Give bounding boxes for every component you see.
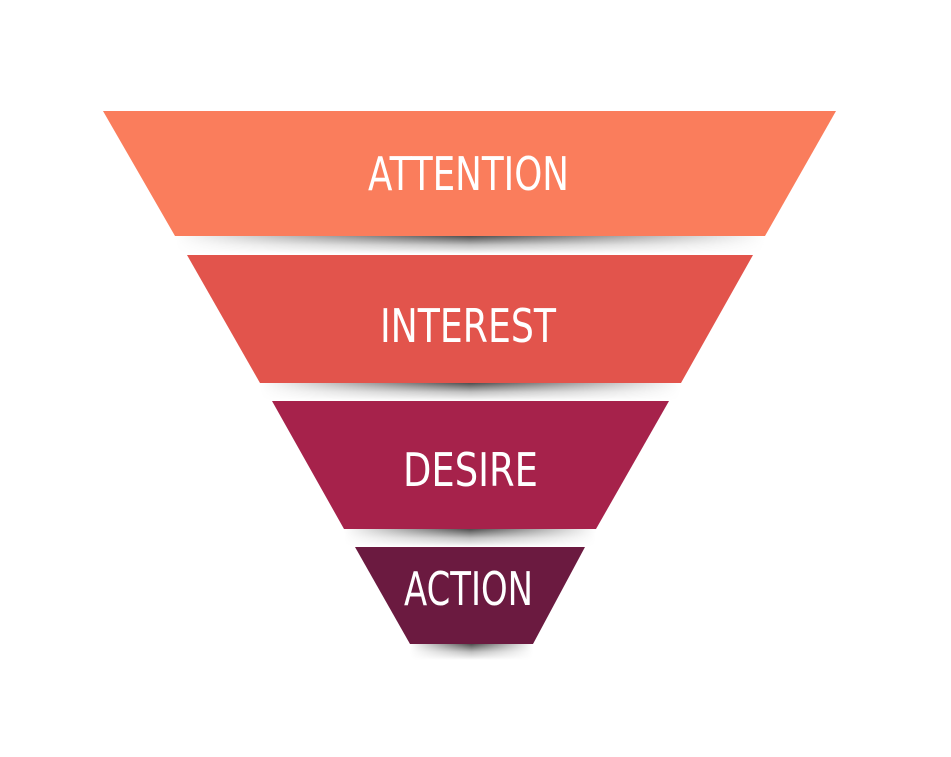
stage-label-action: ACTION xyxy=(404,562,533,616)
stage-label-interest: INTEREST xyxy=(380,299,557,353)
stage-shadow xyxy=(344,529,596,547)
stage-shadow xyxy=(175,236,765,254)
stage-shadow xyxy=(260,383,681,401)
funnel-stage-interest: INTEREST xyxy=(187,255,753,401)
funnel-stage-attention: ATTENTION xyxy=(103,111,836,254)
stage-shadow xyxy=(410,644,533,660)
funnel-stage-action: ACTION xyxy=(355,547,585,660)
funnel-stage-desire: DESIRE xyxy=(272,401,669,547)
stage-label-attention: ATTENTION xyxy=(368,147,569,201)
stage-shape-action xyxy=(355,547,585,644)
stage-shape-attention xyxy=(103,111,836,236)
stage-label-desire: DESIRE xyxy=(403,443,538,497)
stage-shape-desire xyxy=(272,401,669,529)
stage-shape-interest xyxy=(187,255,753,383)
